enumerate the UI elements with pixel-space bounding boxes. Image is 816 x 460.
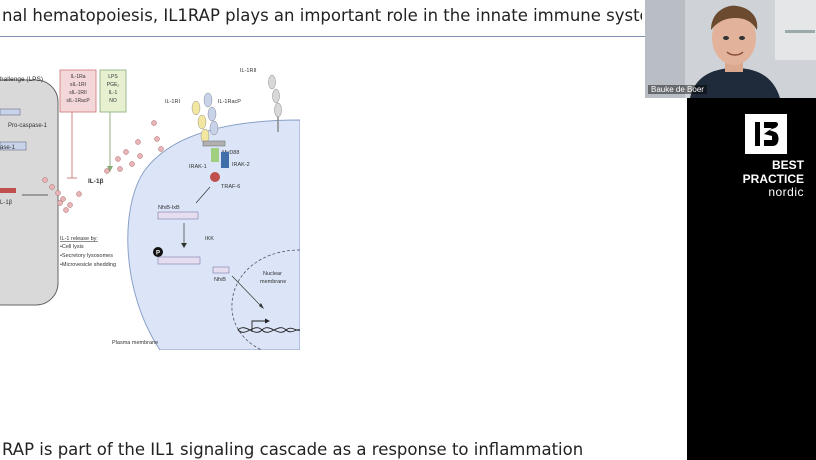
ikk-label: IKK: [205, 236, 214, 242]
participant-name: Bauke de Boer: [648, 85, 707, 94]
il1rii-label: IL-1RII: [240, 68, 257, 74]
transcription-arrowhead: [265, 318, 270, 324]
slide-bottom-text: RAP is part of the IL1 signaling cascade…: [2, 440, 584, 459]
release-item-1: •Cell lysis: [60, 244, 84, 250]
nucleus-arrowhead: [259, 303, 264, 309]
slide-title: nal hematopoiesis, IL1RAP plays an impor…: [2, 6, 642, 25]
dna-helix: [237, 327, 300, 333]
irak1-label: IRAK-1: [189, 164, 207, 170]
irak2-label: IRAK-2: [232, 162, 250, 168]
irak2-block: [221, 152, 229, 168]
brand-line-1: BEST: [771, 158, 804, 172]
phosphate-label: P: [156, 251, 160, 257]
webcam-video[interactable]: Bauke de Boer: [645, 0, 816, 98]
inhibitor-2: sIL-1RI: [70, 82, 86, 88]
phospho-complex: [157, 256, 201, 265]
inhibitor-4: sIL-1RacP: [66, 98, 90, 104]
stimulator-3: IL-1: [109, 90, 118, 96]
il1b-left-label: L-1β: [0, 200, 13, 206]
inhibitor-1: IL-1Ra: [70, 74, 85, 80]
il1racp-receptor: [203, 92, 219, 136]
il1-signaling-figure: hallenge (LPS) Pro-caspase-1 ase-1 L-1β …: [0, 68, 300, 350]
caspase-label: ase-1: [0, 145, 16, 151]
nuclear-label-2: membrane: [260, 279, 286, 285]
stimulator-4: NO: [109, 98, 117, 104]
release-item-3: •Microvesicle shedding: [60, 262, 116, 268]
ikk-arrowhead: [181, 243, 187, 248]
il1b-precursor-bar: [0, 188, 16, 193]
best-practice-logo-icon: [745, 114, 787, 154]
right-panel: Bauke de Boer BEST PRACTICE nordic: [645, 0, 816, 460]
irak1-block: [211, 148, 219, 162]
il1b-particles: [42, 120, 164, 213]
il1racp-label: IL-1RacP: [218, 99, 241, 105]
target-cell: [127, 119, 300, 350]
stimulation-arrowhead: [107, 166, 113, 172]
nuclear-label-1: Nuclear: [263, 271, 282, 277]
nfkb-to-nucleus-arrow: [231, 275, 263, 308]
caspase-bar: [0, 141, 27, 151]
brand-line-3: nordic: [768, 185, 804, 199]
nfkb-ikb-label: NfxB-IxB: [158, 205, 180, 211]
nfkb-ikb-complex: [157, 211, 199, 220]
inhibitor-3: sIL-1RII: [69, 90, 87, 96]
il1ri-label: IL-1RI: [165, 99, 180, 105]
brand-sidebar: BEST PRACTICE nordic: [687, 98, 816, 460]
myd88-label: MyD88: [222, 150, 239, 156]
traf6-label: TRAF-6: [221, 184, 240, 190]
person-silhouette-icon: [645, 0, 816, 98]
title-divider: [0, 36, 645, 37]
plasma-membrane-label: Plasma membrane: [112, 340, 158, 346]
transcription-start-arrow: [251, 320, 266, 332]
release-item-2: •Secretory lysosomes: [60, 253, 113, 259]
pro-caspase-label: Pro-caspase-1: [8, 123, 48, 129]
release-title: IL-1 release by:: [60, 236, 98, 242]
brand-line-2: PRACTICE: [742, 172, 804, 186]
inhibitor-box: [59, 69, 97, 113]
nfkb-label: NfxB: [214, 277, 226, 283]
nfkb-block: [212, 266, 230, 274]
traf6-node: [210, 172, 220, 182]
il1rii-receptor: [268, 74, 282, 132]
stimulator-1: LPS: [108, 74, 118, 80]
nuclear-membrane: [231, 249, 300, 350]
stimulator-2: PGE₂: [107, 82, 120, 88]
slide-area: nal hematopoiesis, IL1RAP plays an impor…: [0, 6, 645, 459]
myd88-block: [202, 140, 226, 147]
challenge-label: hallenge (LPS): [0, 76, 43, 83]
il1b-center-label: IL-1β: [88, 178, 104, 185]
phosphate-icon: [153, 247, 163, 257]
pro-caspase-bar: [0, 108, 21, 116]
traf-to-nfkb-arrow: [195, 186, 211, 204]
panel-gap: [645, 98, 687, 460]
stimulator-box: [99, 69, 127, 113]
